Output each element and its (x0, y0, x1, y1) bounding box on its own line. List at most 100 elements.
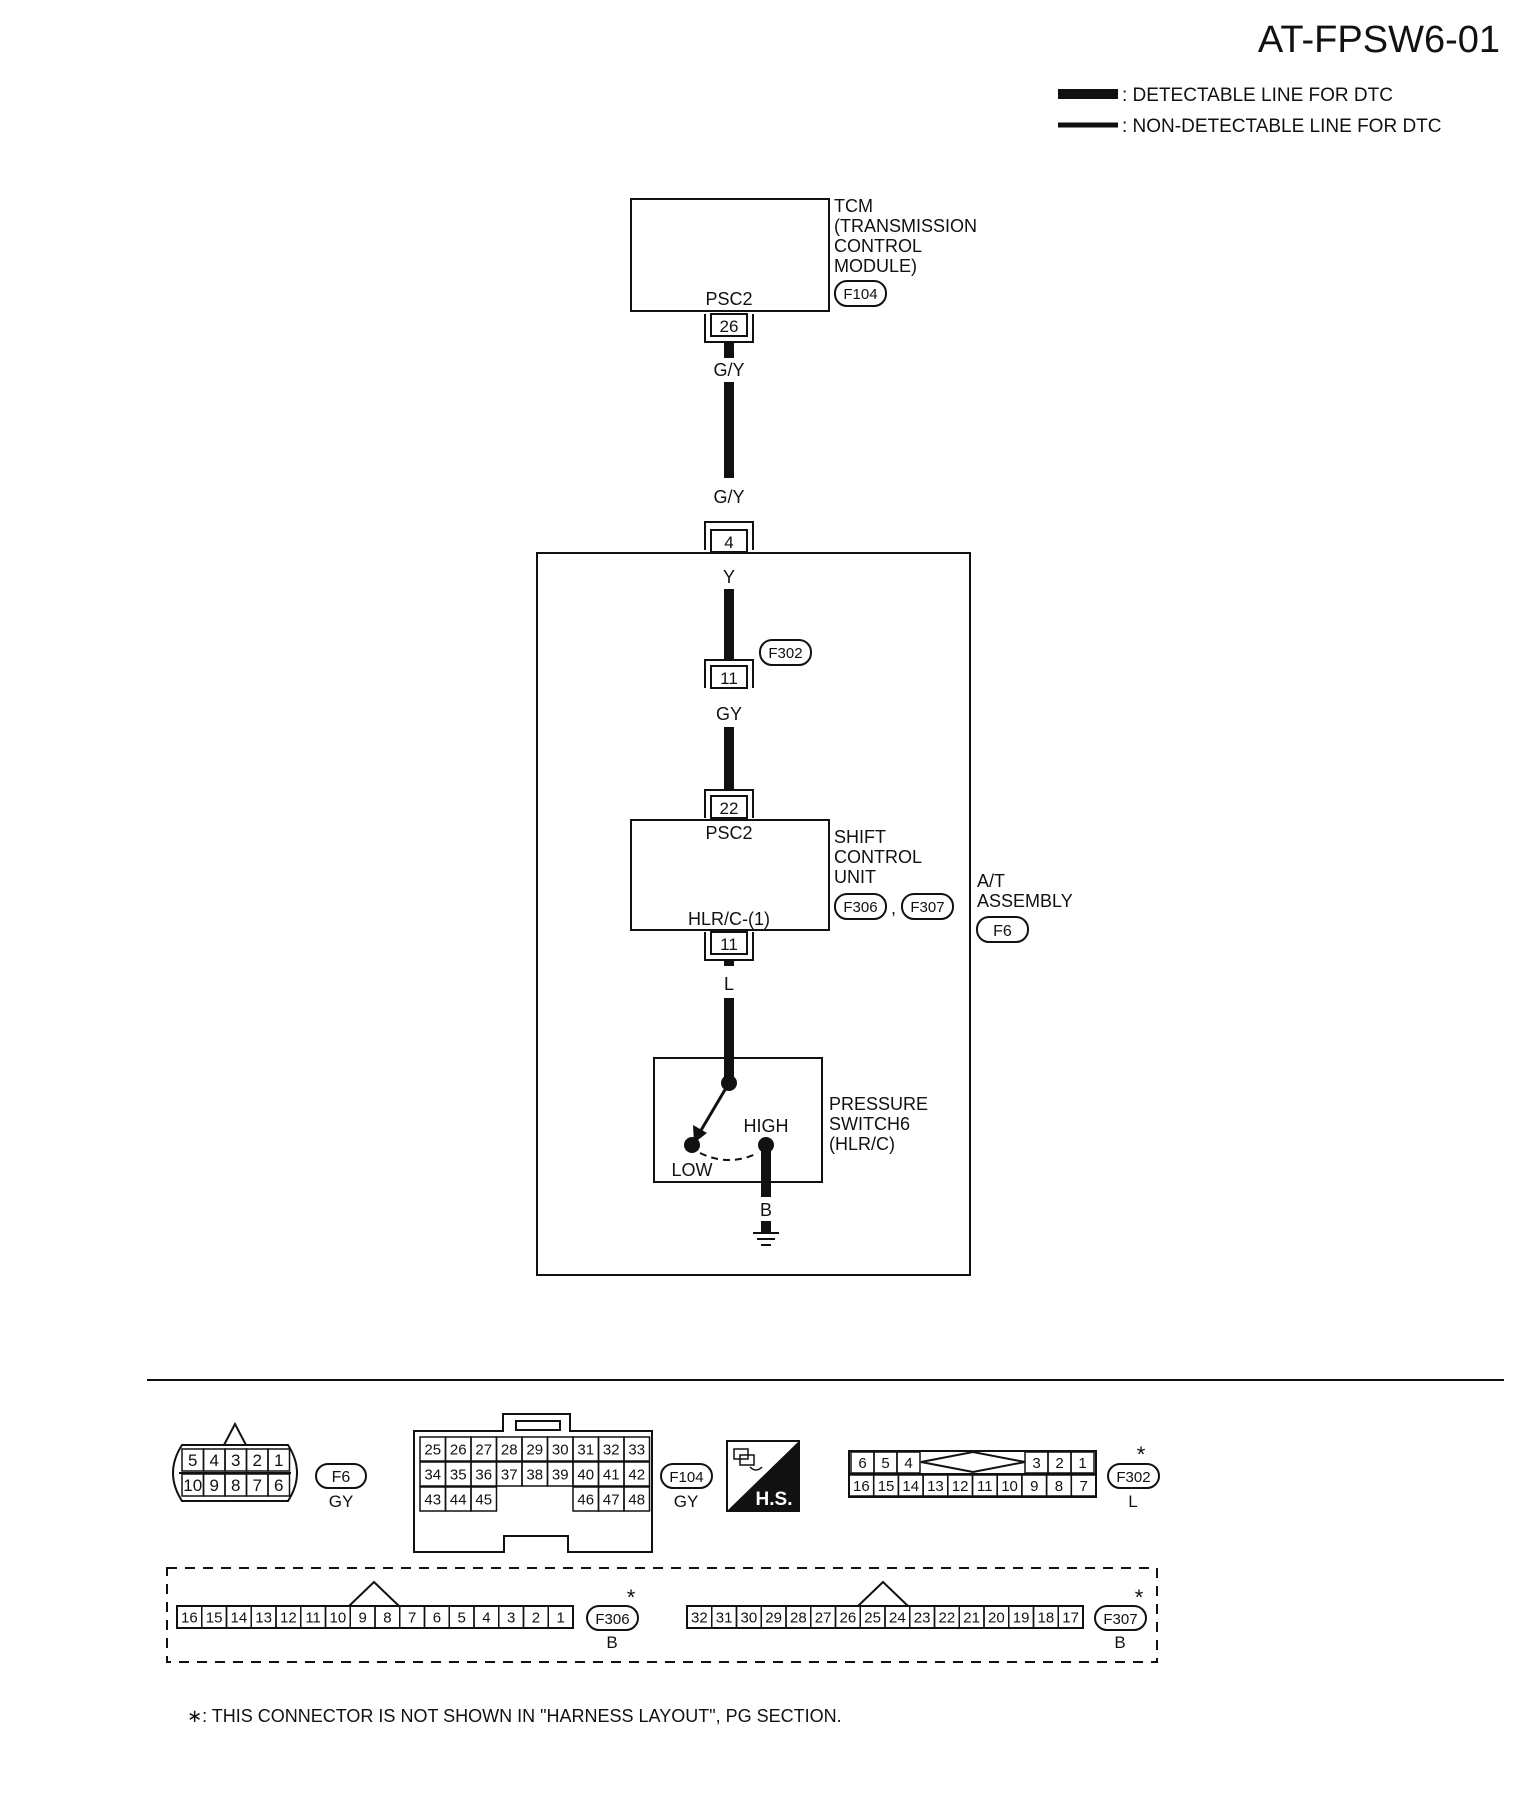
pin-48: 48 (623, 1486, 651, 1512)
at-terminal-4: 4 (704, 521, 754, 553)
pin-15: 15 (872, 1474, 900, 1497)
pin-3: 3 (224, 1448, 248, 1472)
pin-9: 9 (202, 1473, 226, 1497)
f307-connector-id: F307 (1103, 1611, 1137, 1628)
f302-terminal-11: 11 (704, 659, 754, 689)
pin-label: 3 (1032, 1455, 1040, 1472)
pin-26: 26 (834, 1605, 861, 1629)
f302-connector-id: F302 (768, 645, 802, 662)
pin-label: 31 (716, 1609, 733, 1626)
scu-bottom-label: HLR/C-(1) (688, 909, 770, 929)
pin-label: 4 (482, 1609, 490, 1626)
pin-33: 33 (623, 1436, 651, 1462)
pin-label: 33 (628, 1441, 645, 1458)
pin-label: 32 (603, 1441, 620, 1458)
f306-star: * (627, 1585, 636, 1610)
pin-label: 28 (790, 1609, 807, 1626)
pin-label: 8 (383, 1609, 391, 1626)
pin-32: 32 (597, 1436, 625, 1462)
pressure-switch-label-line2: SWITCH6 (829, 1114, 910, 1134)
pin-label: 32 (691, 1609, 708, 1626)
shift-control-unit-label: SHIFT CONTROL UNIT (834, 827, 926, 887)
scu-connector-tag-b: F307 (901, 893, 954, 920)
switch-blade (698, 1082, 731, 1133)
pin-label: 10 (183, 1476, 202, 1495)
pin-label: 31 (577, 1441, 594, 1458)
pin-label: 13 (255, 1609, 272, 1626)
svg-text:11: 11 (720, 669, 738, 688)
pin-label: 20 (988, 1609, 1005, 1626)
pin-9: 9 (1021, 1474, 1048, 1497)
legend-non-detectable-label: : NON-DETECTABLE LINE FOR DTC (1122, 116, 1442, 137)
f307-color: B (1114, 1633, 1125, 1652)
pin-3: 3 (1024, 1451, 1049, 1474)
f302-legend-id: F302 (1116, 1469, 1150, 1486)
scu-top-label: PSC2 (705, 823, 752, 843)
pin-label: 8 (1055, 1478, 1063, 1495)
switch-dashed-link (699, 1152, 759, 1161)
pin-24: 24 (884, 1605, 911, 1629)
pin-42: 42 (623, 1461, 651, 1487)
pin-label: 2 (1055, 1455, 1063, 1472)
svg-text:22: 22 (720, 799, 739, 818)
pin-label: 44 (450, 1491, 467, 1508)
pin-label: 3 (507, 1609, 515, 1626)
pin-34: 34 (419, 1461, 447, 1487)
pin-label: 25 (864, 1609, 881, 1626)
pin-label: 14 (231, 1609, 248, 1626)
pressure-switch-label-line1: PRESSURE (829, 1094, 928, 1114)
pin-37: 37 (495, 1461, 523, 1487)
svg-text:26: 26 (720, 317, 739, 336)
pin-12: 12 (947, 1474, 974, 1497)
pin-label: 16 (181, 1609, 198, 1626)
pin-28: 28 (785, 1605, 812, 1629)
pin-2: 2 (522, 1605, 549, 1629)
scu-label-line3: UNIT (834, 867, 876, 887)
ground-symbol (753, 1232, 779, 1246)
svg-text:11: 11 (720, 935, 738, 954)
pin-label: 40 (577, 1466, 594, 1483)
pin-label: 14 (902, 1478, 919, 1495)
switch-low-contact (684, 1137, 700, 1153)
pin-13: 13 (922, 1474, 949, 1497)
pin-label: 37 (501, 1466, 518, 1483)
pin-label: 13 (927, 1478, 944, 1495)
pin-41: 41 (597, 1461, 625, 1487)
pin-label: 26 (840, 1609, 857, 1626)
pin-label: 38 (526, 1466, 543, 1483)
legend-detectable-label: : DETECTABLE LINE FOR DTC (1122, 85, 1393, 106)
pin-14: 14 (225, 1605, 252, 1629)
pin-label: 7 (1079, 1478, 1087, 1495)
pressure-switch-box (653, 1057, 823, 1183)
pin-label: 43 (424, 1491, 441, 1508)
pin-label: 47 (603, 1491, 620, 1508)
pin-label: 6 (858, 1455, 866, 1472)
pin-10: 10 (181, 1473, 205, 1497)
pin-label: 3 (231, 1451, 240, 1470)
pin-label: 39 (552, 1466, 569, 1483)
footnote: ∗: THIS CONNECTOR IS NOT SHOWN IN "HARNE… (187, 1706, 842, 1726)
at-assembly-label-line1: A/T (977, 871, 1005, 891)
pin-11: 11 (300, 1605, 327, 1629)
pin-39: 39 (546, 1461, 574, 1487)
pin-45: 45 (470, 1486, 498, 1512)
pin-16: 16 (848, 1474, 875, 1497)
harness-connector-icon (733, 1448, 763, 1471)
pin-label: 15 (878, 1478, 895, 1495)
pin-label: 1 (1078, 1455, 1086, 1472)
f302-connector-tag: F302 (759, 639, 812, 666)
pin-label: 19 (1013, 1609, 1030, 1626)
f302-star: * (1137, 1442, 1146, 1467)
pin-label: 2 (253, 1451, 262, 1470)
hs-badge: H.S. (726, 1440, 800, 1512)
pin-6: 6 (267, 1473, 291, 1497)
pin-17: 17 (1057, 1605, 1084, 1629)
